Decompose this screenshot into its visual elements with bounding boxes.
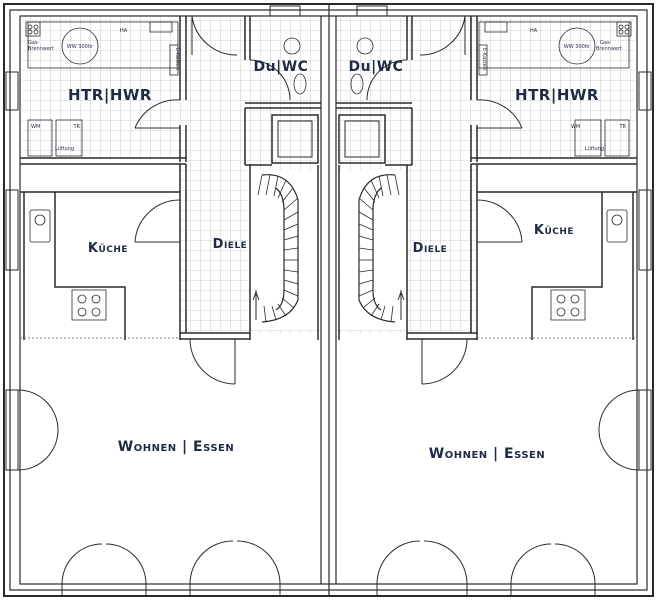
left-living-label: Wohnen | Essen [118,439,234,455]
right-boiler-label-1: Gas- [600,40,612,46]
left-kitchen-label: Küche [88,241,128,256]
right-utility-floor [477,18,635,158]
left-washbasin [293,73,307,95]
left-bath-label: Du|WC [254,59,309,75]
right-fixtures [350,21,632,321]
right-kitchen-stove [550,289,586,321]
right-hall-label: Diele [413,241,448,256]
windows [5,5,652,597]
right-wm-label: WM [571,124,580,130]
left-staircase [252,174,299,323]
left-tr-label: TR [72,124,80,130]
left-fixtures [25,21,307,321]
right-boiler-label-2: Brennwert [596,46,622,52]
left-ventilation-label: Lüftung [55,146,74,152]
right-washbasin [350,73,364,95]
left-interior-walls [20,16,321,340]
left-electrical-label: E-Kasten [174,48,180,70]
right-tank-label: WW 300ltr [564,44,591,50]
left-wm-label: WM [31,124,40,130]
left-boiler [25,21,41,37]
right-toilet [356,37,374,55]
right-staircase [358,174,405,323]
left-boiler-label-2: Brennwert [28,46,54,52]
right-boiler [616,21,632,37]
left-kitchen-stove [71,289,107,321]
right-bath-label: Du|WC [349,59,404,75]
right-ventilation-label: Lüftung [585,146,604,152]
right-interior-walls [336,16,637,340]
left-boiler-label-1: Gas- [28,40,40,46]
right-room-labels: HTR|HWR Du|WC Diele Küche Wohnen | Essen… [349,28,627,462]
left-water-tank [61,27,99,65]
left-utility-label: HTR|HWR [68,86,152,105]
left-hall-label: Diele [213,237,248,252]
door-swings [134,15,523,385]
right-electrical-label: E-Kasten [481,48,487,70]
right-water-tank [558,27,596,65]
right-ha-label: HA [530,28,538,34]
left-toilet [283,37,301,55]
left-kitchen-sink [29,209,51,243]
outer-walls [3,3,654,597]
right-kitchen-label: Küche [534,223,574,238]
left-room-labels: HTR|HWR Du|WC Diele Küche Wohnen | Essen… [28,28,308,455]
right-kitchen-sink [606,209,628,243]
right-utility-label: HTR|HWR [515,86,599,105]
right-tr-label: TR [618,124,626,130]
left-utility-floor [22,18,180,158]
left-tank-label: WW 300ltr [67,44,94,50]
left-ha-label: HA [120,28,128,34]
right-living-label: Wohnen | Essen [429,446,545,462]
